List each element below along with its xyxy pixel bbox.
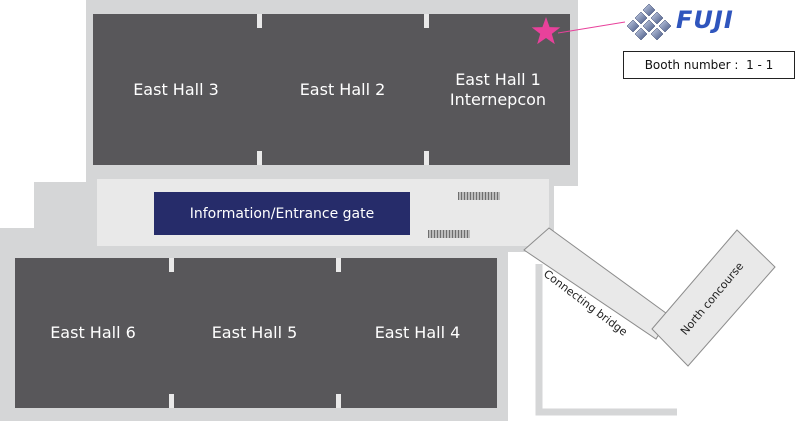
east-hall-4[interactable]: East Hall 4	[338, 258, 497, 408]
hall-divider	[336, 258, 341, 272]
star-icon	[531, 17, 561, 45]
connecting-bridge	[523, 227, 671, 340]
east-hall-1-label: East Hall 1	[455, 69, 541, 89]
booth-pointer-line	[557, 21, 626, 34]
east-hall-3-label: East Hall 3	[133, 79, 219, 99]
east-hall-2[interactable]: East Hall 2	[259, 14, 426, 165]
hall-divider	[336, 394, 341, 408]
information-gate-label: Information/Entrance gate	[189, 205, 375, 222]
east-hall-1[interactable]: East Hall 1 Internepcon	[426, 14, 570, 165]
diamond-cluster-icon	[626, 3, 672, 41]
east-hall-3[interactable]: East Hall 3	[93, 14, 259, 165]
hall-divider	[257, 151, 262, 165]
east-hall-6-label: East Hall 6	[50, 323, 136, 342]
hall-divider	[257, 14, 262, 28]
booth-number-label: Booth number : 1 - 1	[644, 58, 774, 72]
east-hall-4-label: East Hall 4	[374, 323, 461, 342]
hall-divider	[169, 394, 174, 408]
hall-divider	[169, 258, 174, 272]
outdoor-walkway	[535, 264, 677, 416]
east-hall-2-label: East Hall 2	[299, 79, 386, 99]
east-hall-5[interactable]: East Hall 5	[171, 258, 338, 408]
fuji-logo: FUJI	[676, 6, 734, 34]
stairs-icon	[428, 230, 470, 238]
information-entrance-gate[interactable]: Information/Entrance gate	[154, 192, 410, 235]
booth-number-box: Booth number : 1 - 1	[623, 51, 795, 79]
hall-divider	[424, 14, 429, 28]
north-concourse	[651, 229, 776, 367]
stairs-icon	[458, 192, 500, 200]
hall-divider	[424, 151, 429, 165]
east-hall-6[interactable]: East Hall 6	[15, 258, 171, 408]
east-hall-1-exhibition: Internepcon	[449, 89, 547, 109]
east-hall-5-label: East Hall 5	[211, 323, 298, 342]
